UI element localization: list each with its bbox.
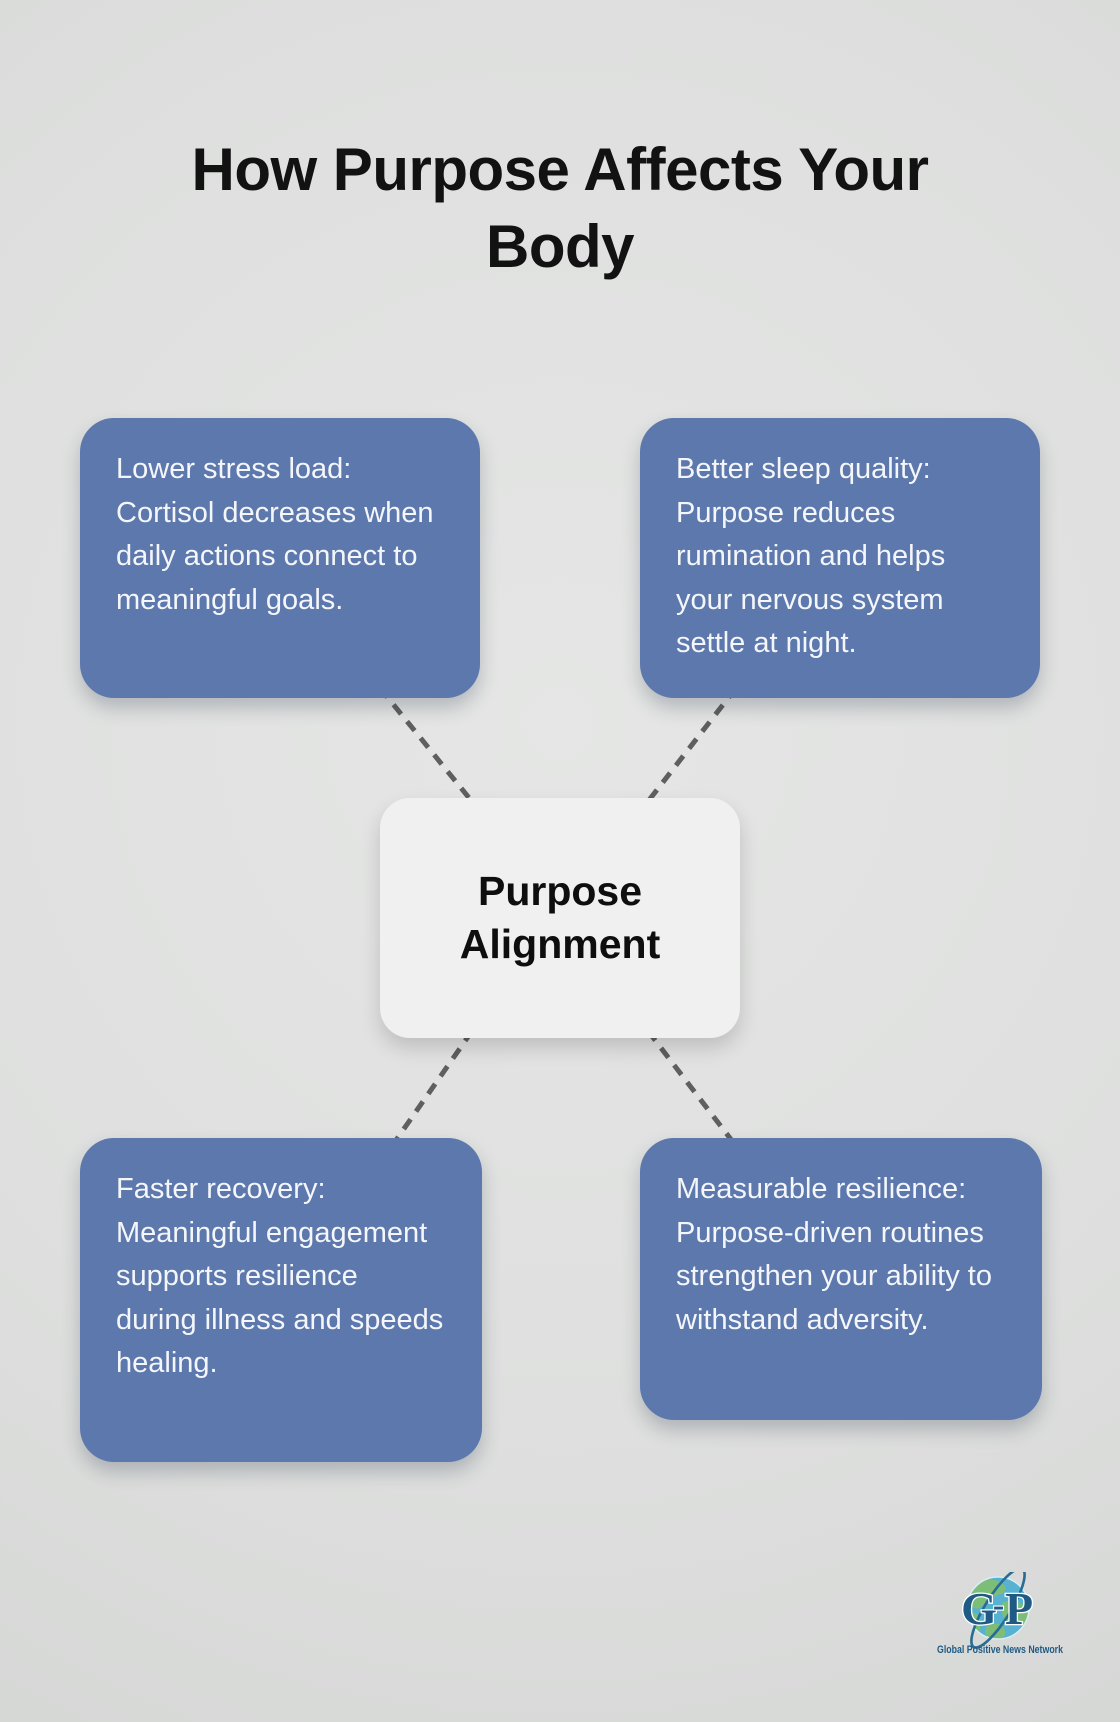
connector-line-top-right xyxy=(644,686,738,806)
node-measurable-resilience: Measurable resilience: Purpose-driven ro… xyxy=(640,1138,1042,1420)
logo-global-positive-news-network: G - P Global Positive News Network xyxy=(937,1572,1064,1656)
node-faster-recovery: Faster recovery: Meaningful engagement s… xyxy=(80,1138,482,1462)
connector-line-bottom-right xyxy=(646,1029,738,1148)
orbit-ring-icon xyxy=(970,1572,1026,1649)
center-node-label: Purpose Alignment xyxy=(459,867,661,967)
logo-monogram-g: G xyxy=(961,1583,997,1634)
connector-line-bottom-left xyxy=(389,1029,475,1148)
node-lower-stress-load-text: Lower stress load: Cortisol decreases wh… xyxy=(116,453,434,616)
logo-monogram-hyphen: - xyxy=(993,1587,1004,1624)
logo-monogram-p: P xyxy=(1005,1583,1033,1634)
node-faster-recovery-text: Faster recovery: Meaningful engagement s… xyxy=(116,1173,444,1379)
node-measurable-resilience-text: Measurable resilience: Purpose-driven ro… xyxy=(676,1173,992,1336)
center-node: Purpose Alignment xyxy=(380,798,740,1038)
node-better-sleep-quality-text: Better sleep quality: Purpose reduces ru… xyxy=(676,453,946,659)
page-title: How Purpose Affects Your Body xyxy=(191,136,929,280)
node-better-sleep-quality: Better sleep quality: Purpose reduces ru… xyxy=(640,418,1040,698)
node-lower-stress-load: Lower stress load: Cortisol decreases wh… xyxy=(80,418,480,698)
connector-line-top-left xyxy=(378,686,476,806)
logo-tagline: Global Positive News Network xyxy=(937,1644,1064,1656)
